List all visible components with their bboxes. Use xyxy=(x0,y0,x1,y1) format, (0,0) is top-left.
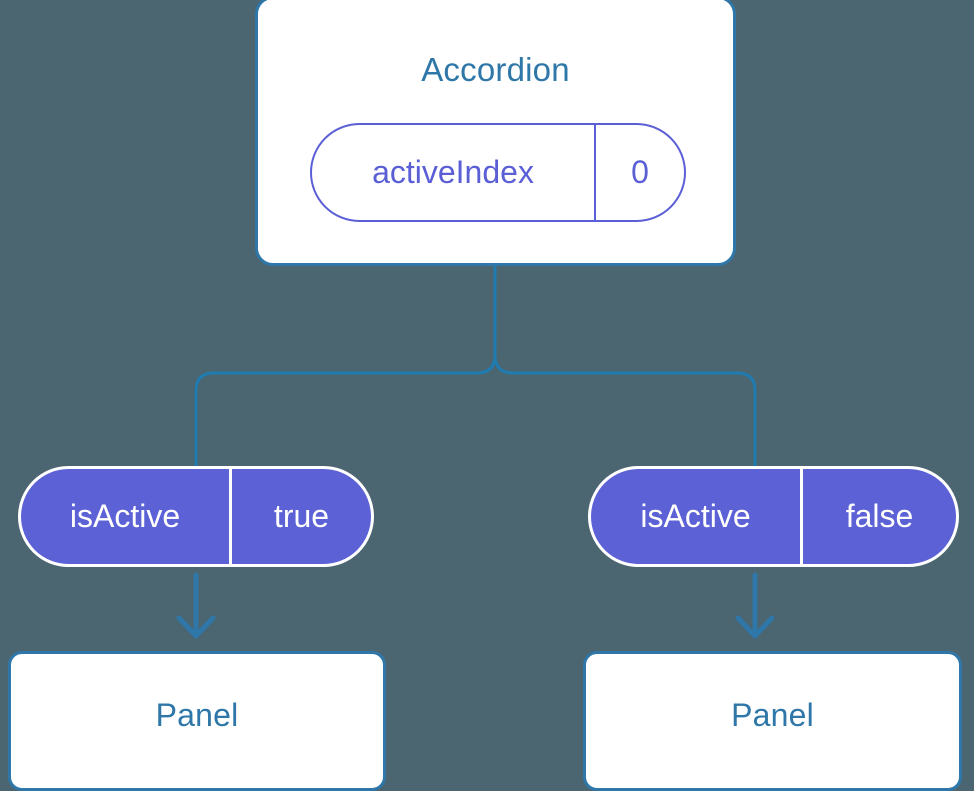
component-title: Panel xyxy=(731,697,814,733)
component-card-accordion[interactable]: Accordion activeIndex 0 xyxy=(255,0,736,266)
state-pill-key: activeIndex xyxy=(312,125,596,220)
prop-pill-isactive-false[interactable]: isActive false xyxy=(588,466,959,567)
prop-pill-value: true xyxy=(273,498,330,534)
tree-connector-path-right xyxy=(493,264,757,468)
prop-pill-value: false xyxy=(845,498,914,534)
down-arrow-icon-right xyxy=(735,572,775,639)
component-title: Accordion xyxy=(421,51,570,88)
state-pill-activeindex[interactable]: activeIndex 0 xyxy=(310,123,686,222)
down-arrow-icon-left xyxy=(176,572,216,639)
component-card-panel-left[interactable]: Panel xyxy=(8,651,386,791)
tree-connector-path xyxy=(194,264,497,468)
prop-pill-key: isActive xyxy=(21,469,232,564)
prop-pill-isactive-true[interactable]: isActive true xyxy=(18,466,374,567)
component-card-panel-right[interactable]: Panel xyxy=(583,651,962,791)
component-title: Panel xyxy=(155,697,239,733)
state-pill-value: 0 xyxy=(631,154,649,190)
prop-pill-key: isActive xyxy=(591,469,803,564)
diagram-canvas: Accordion activeIndex 0 isActive true is… xyxy=(8,0,962,791)
